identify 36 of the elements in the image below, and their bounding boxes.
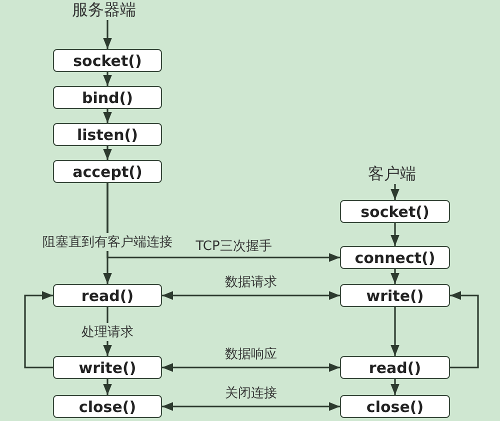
function-box: socket() [53,49,162,72]
function-box: read() [53,284,162,307]
arrow [162,363,340,372]
edge-label: 数据请求 [223,272,279,290]
function-box: accept() [53,160,162,183]
arrow [103,109,112,123]
function-box: close() [340,395,450,418]
function-box: socket() [340,200,450,223]
arrow [103,20,112,49]
function-box: connect() [340,246,450,269]
function-box: write() [53,356,162,379]
arrow [390,184,400,200]
arrow [106,183,340,262]
arrow [103,146,112,160]
arrow [390,307,400,356]
arrow [162,402,340,411]
edge-label: 关闭连接 [223,384,279,402]
function-box: write() [340,284,450,307]
function-box: bind() [53,86,162,109]
arrow [390,269,400,284]
arrow [162,291,340,300]
arrow [103,379,112,395]
edge-label: 阻塞直到有客户端连接 [40,232,174,250]
arrow [450,291,479,368]
arrow [390,223,400,246]
function-box: close() [53,395,162,418]
function-box: listen() [53,123,162,146]
edge-label: 数据响应 [223,344,279,362]
edge-label: TCP三次握手 [194,236,274,254]
column-heading: 客户端 [368,164,416,184]
column-heading: 服务器端 [72,0,136,20]
edge-label: 处理请求 [80,322,136,340]
arrow [24,291,53,368]
function-box: read() [340,356,450,379]
arrow [390,379,400,395]
arrow [103,72,112,86]
